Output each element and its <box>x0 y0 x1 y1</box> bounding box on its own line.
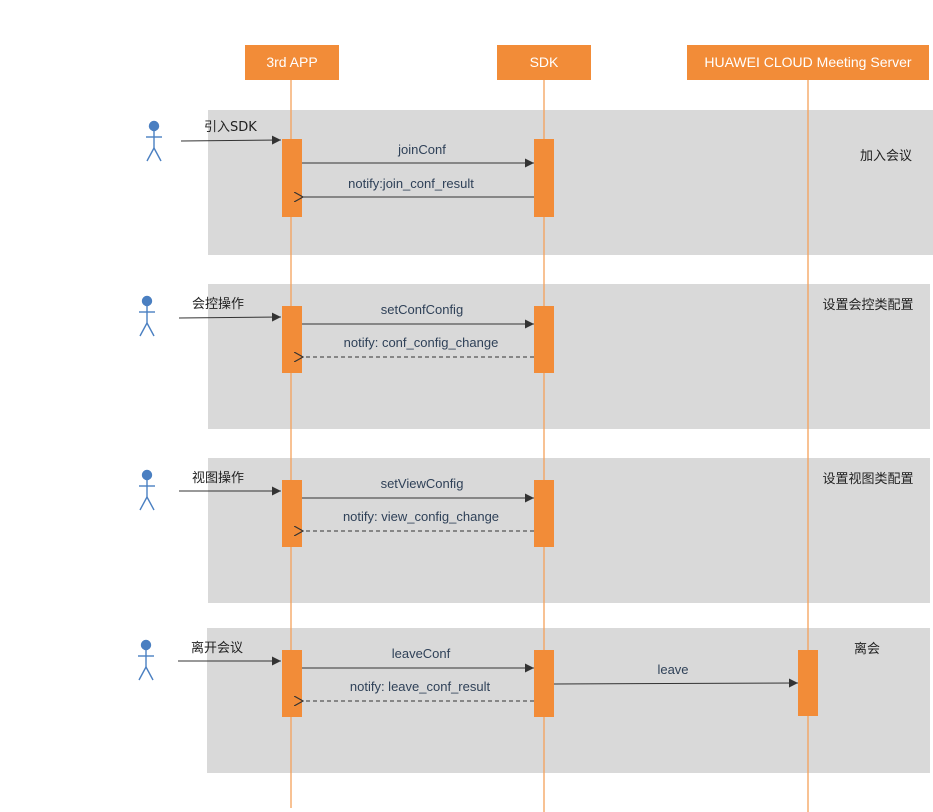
activation-sdk-2 <box>534 306 554 373</box>
notify-label-2: notify: conf_config_change <box>344 335 499 350</box>
request-label-3: setViewConfig <box>381 476 464 491</box>
activation-server-4 <box>798 650 818 716</box>
activation-sdk-1 <box>534 139 554 217</box>
user-action-label-2: 会控操作 <box>192 296 244 312</box>
participant-3rd-app-label: 3rd APP <box>266 54 317 70</box>
phase-title-4: 离会 <box>854 641 880 657</box>
activation-sdk-3 <box>534 480 554 547</box>
participant-sdk-label: SDK <box>530 54 559 70</box>
notify-label-4: notify: leave_conf_result <box>350 679 491 694</box>
phase-title-3: 设置视图类配置 <box>822 472 913 487</box>
notify-label-1: notify:join_conf_result <box>348 176 474 191</box>
request-label-2: setConfConfig <box>381 302 463 317</box>
actor-icon <box>146 120 162 162</box>
phase-title-2: 设置会控类配置 <box>822 298 913 313</box>
server-call-label-4: leave <box>657 662 688 677</box>
server-call-arrow-4 <box>553 678 799 688</box>
request-label-4: leaveConf <box>392 646 451 661</box>
user-action-arrow-1 <box>180 135 282 145</box>
participant-server: HUAWEI CLOUD Meeting Server <box>687 45 929 80</box>
activation-sdk-4 <box>534 650 554 717</box>
activation-app-4 <box>282 650 302 717</box>
notify-label-3: notify: view_config_change <box>343 509 499 524</box>
actor-icon <box>139 295 155 337</box>
participant-sdk: SDK <box>497 45 591 80</box>
participant-3rd-app: 3rd APP <box>245 45 339 80</box>
user-action-label-1: 引入SDK <box>204 120 257 135</box>
user-action-label-3: 视图操作 <box>192 470 244 486</box>
user-action-arrow-2 <box>178 312 282 322</box>
user-action-label-4: 离开会议 <box>191 640 243 656</box>
activation-app-1 <box>282 139 302 217</box>
activation-app-3 <box>282 480 302 547</box>
actor-icon <box>139 469 155 511</box>
request-label-1: joinConf <box>397 142 446 157</box>
participant-server-label: HUAWEI CLOUD Meeting Server <box>704 54 912 70</box>
activation-app-2 <box>282 306 302 373</box>
actor-icon <box>138 639 154 681</box>
phase-title-1: 加入会议 <box>860 149 912 164</box>
phase-band-1 <box>208 110 933 255</box>
